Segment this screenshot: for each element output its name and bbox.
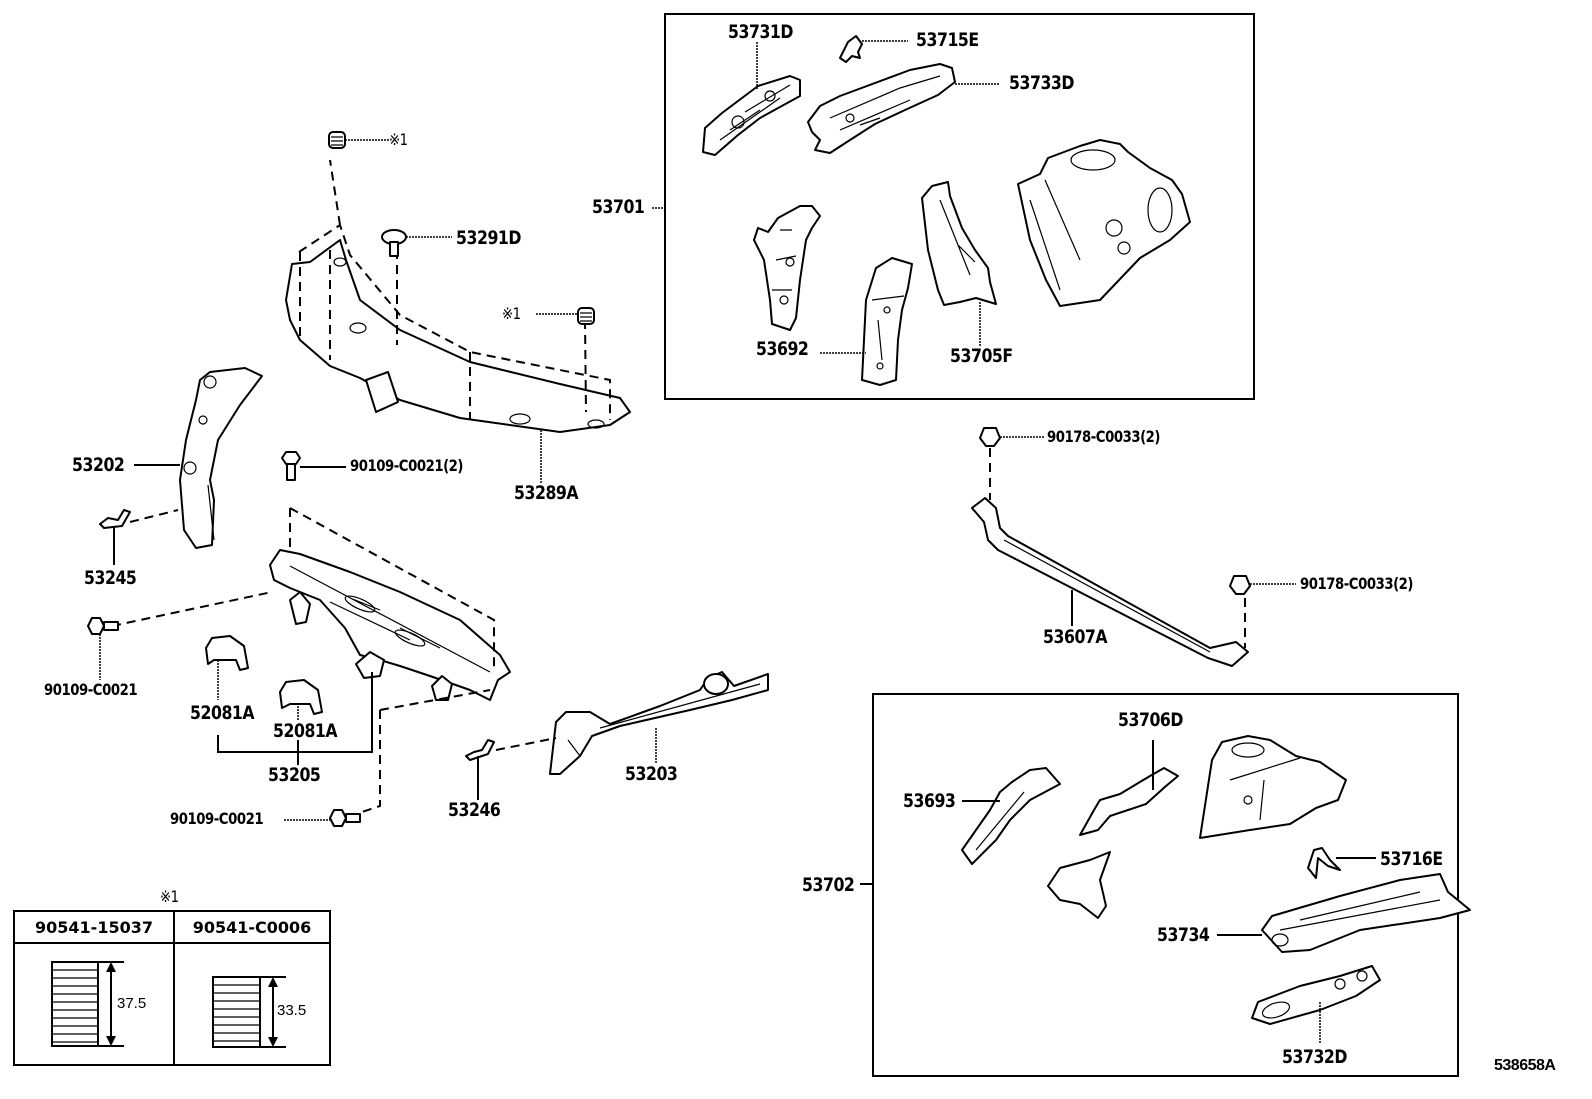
- table-header-part-2: 90541-C0006: [175, 912, 329, 944]
- assembly-dashed-lines-top: [298, 159, 611, 420]
- part-bolt-90109-C0021-left[interactable]: [87, 617, 119, 635]
- part-53706D-lower[interactable]: [1047, 851, 1111, 919]
- part-53607A[interactable]: [971, 497, 1249, 667]
- label-53692[interactable]: 53692: [756, 338, 809, 360]
- label-53203[interactable]: 53203: [625, 763, 678, 785]
- part-53731D[interactable]: [702, 75, 801, 156]
- part-53289A[interactable]: [285, 239, 631, 433]
- part-wheelhouse-53701[interactable]: [1017, 139, 1191, 307]
- part-53706D[interactable]: [1079, 767, 1179, 836]
- label-53732D[interactable]: 53732D: [1282, 1046, 1348, 1068]
- part-bolt-90109-C0021-upper[interactable]: [281, 451, 301, 481]
- diagram-reference-code: 538658A: [1494, 1057, 1556, 1074]
- part-53245[interactable]: [99, 509, 131, 529]
- label-53202[interactable]: 53202: [72, 454, 125, 476]
- label-53289A[interactable]: 53289A: [514, 482, 579, 504]
- part-wheelhouse-53702[interactable]: [1199, 735, 1347, 839]
- part-53203[interactable]: [549, 671, 769, 775]
- label-52081A-right[interactable]: 52081A: [273, 720, 338, 742]
- part-52081A-left[interactable]: [205, 635, 249, 671]
- part-53693[interactable]: [961, 767, 1061, 865]
- label-53715E[interactable]: 53715E: [916, 29, 979, 51]
- label-53205[interactable]: 53205: [268, 764, 321, 786]
- label-90178-C0033-2-top[interactable]: 90178-C0033(2): [1047, 427, 1161, 446]
- label-53706D[interactable]: 53706D: [1118, 709, 1184, 731]
- assembly-dashed-lines-crossmember: [289, 507, 495, 670]
- label-90109-C0021-left[interactable]: 90109-C0021: [44, 680, 138, 699]
- label-90109-C0021-2[interactable]: 90109-C0021(2): [350, 456, 464, 475]
- label-53701[interactable]: 53701: [592, 196, 645, 218]
- part-53734[interactable]: [1261, 873, 1471, 953]
- spring-icon-90541-C0006: [212, 976, 286, 1048]
- part-53291D[interactable]: [381, 229, 407, 257]
- part-53692[interactable]: [861, 257, 913, 386]
- group-box-53701: [664, 13, 1255, 400]
- spring-length-2: 33.5: [277, 1002, 307, 1019]
- label-53705F[interactable]: 53705F: [950, 345, 1013, 367]
- label-53693[interactable]: 53693: [903, 790, 956, 812]
- label-53291D[interactable]: 53291D: [456, 227, 522, 249]
- part-53692-left[interactable]: [753, 205, 821, 331]
- part-52081A-right[interactable]: [279, 679, 323, 715]
- part-bolt-90109-C0021-bottom[interactable]: [329, 809, 361, 827]
- note-marker-grommet-right: ※1: [502, 304, 521, 323]
- part-53716E[interactable]: [1307, 847, 1341, 879]
- label-90178-C0033-2-bottom[interactable]: 90178-C0033(2): [1300, 574, 1414, 593]
- table-divider: [173, 912, 175, 1064]
- part-53705F[interactable]: [921, 181, 997, 306]
- note-marker-grommet-top: ※1: [389, 130, 408, 149]
- label-53245[interactable]: 53245: [84, 567, 137, 589]
- label-52081A-left[interactable]: 52081A: [190, 702, 255, 724]
- label-53246[interactable]: 53246: [448, 799, 501, 821]
- spring-table-title: ※1: [160, 887, 179, 906]
- table-header-part-1: 90541-15037: [15, 912, 173, 944]
- part-nut-90178-C0033-bottom[interactable]: [1229, 575, 1251, 595]
- label-53702[interactable]: 53702: [802, 874, 855, 896]
- part-53733D[interactable]: [807, 63, 956, 154]
- part-53202[interactable]: [179, 367, 263, 549]
- group-box-53702: [872, 693, 1459, 1077]
- label-53733D[interactable]: 53733D: [1009, 72, 1075, 94]
- part-grommet-right[interactable]: [577, 307, 595, 325]
- spring-length-1: 37.5: [117, 995, 147, 1012]
- part-53246[interactable]: [465, 739, 495, 761]
- label-53734[interactable]: 53734: [1157, 924, 1210, 946]
- part-nut-90178-C0033-top[interactable]: [979, 427, 1001, 447]
- label-53731D[interactable]: 53731D: [728, 21, 794, 43]
- leader-53205: [217, 672, 373, 765]
- spring-icon-90541-15037: [51, 961, 124, 1047]
- label-53716E[interactable]: 53716E: [1380, 848, 1443, 870]
- part-53732D[interactable]: [1251, 965, 1381, 1025]
- part-53715E[interactable]: [839, 35, 863, 63]
- spring-length-table: 90541-15037 90541-C0006: [13, 910, 331, 1066]
- label-90109-C0021-bottom[interactable]: 90109-C0021: [170, 809, 264, 828]
- label-53607A[interactable]: 53607A: [1043, 626, 1108, 648]
- part-grommet-top[interactable]: [328, 131, 346, 149]
- part-53205[interactable]: [269, 549, 511, 701]
